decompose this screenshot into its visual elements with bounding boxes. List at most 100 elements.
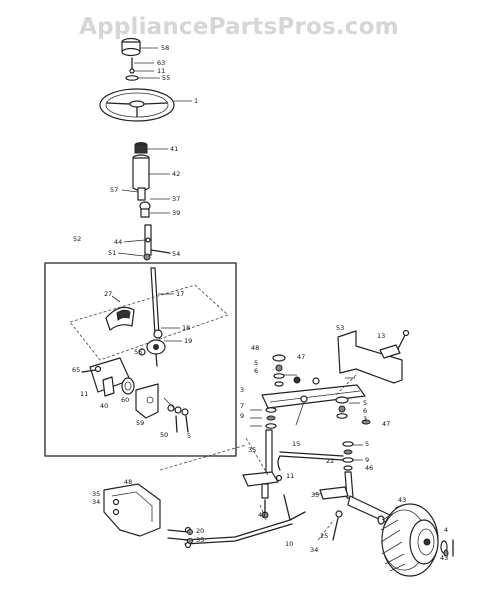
callout-label: 35 xyxy=(196,536,204,544)
pinion-hub xyxy=(153,344,159,350)
steering-cap-bottom xyxy=(121,47,141,57)
shaft-pin xyxy=(145,237,151,243)
front-axle-assembly xyxy=(159,329,410,549)
leader xyxy=(123,239,146,243)
callout-label: 9 xyxy=(365,456,369,464)
axle-beam-edge xyxy=(269,390,361,403)
callout-label: 34 xyxy=(310,546,318,554)
callout-label: 19 xyxy=(184,337,192,345)
callout-label: 47 xyxy=(258,511,266,519)
spring-washer xyxy=(167,404,175,412)
callout-label: 40 xyxy=(100,402,108,410)
spring-washer xyxy=(174,406,182,414)
front-wheel xyxy=(380,503,454,577)
drag-link xyxy=(279,455,344,461)
spring-pin xyxy=(175,415,178,433)
steering-gear-detail xyxy=(69,267,229,433)
callout-label: 27 xyxy=(104,290,112,298)
kingpin-washer xyxy=(274,381,284,387)
kingpin-washer-right-lower xyxy=(343,465,353,471)
callout-label: 59 xyxy=(136,419,144,427)
callout-label: 56 xyxy=(134,348,142,356)
tie-rod xyxy=(184,511,306,541)
callout-label: 54 xyxy=(172,250,180,258)
leader-lines xyxy=(111,47,363,495)
kingpin-washer-lower xyxy=(265,423,277,429)
kingpin-bushing xyxy=(266,415,276,421)
callout-label: 41 xyxy=(170,145,178,153)
callout-label: 35 xyxy=(311,491,319,499)
tire-tread-lines xyxy=(380,511,406,572)
lower-left-bracket xyxy=(103,483,193,544)
detail-box xyxy=(44,262,237,457)
kingpin-cap xyxy=(272,354,286,362)
kingpin-washer-right-lower xyxy=(342,441,354,447)
callout-label: 35 xyxy=(92,490,100,498)
wheel-rim-inner xyxy=(417,528,435,556)
callout-label: 15 xyxy=(292,440,300,448)
spring-pin xyxy=(185,415,189,433)
callout-label: 5 xyxy=(187,432,191,440)
callout-labels: 58 63 11 55 1 41 42 57 37 39 52 44 51 54… xyxy=(72,44,448,562)
sector-nut xyxy=(94,365,102,373)
left-steering-arm xyxy=(242,471,279,487)
pinion-washer xyxy=(138,348,146,356)
callout-label: 60 xyxy=(121,396,129,404)
steering-spoke xyxy=(143,102,168,105)
bracket-hole xyxy=(112,498,120,506)
hub-cap xyxy=(443,549,449,557)
leader xyxy=(259,504,267,521)
callout-label: 17 xyxy=(176,290,184,298)
sector-hole xyxy=(146,396,154,404)
callout-label: 51 xyxy=(108,249,116,257)
callout-label: 10 xyxy=(285,540,293,548)
callout-label: 25 xyxy=(320,532,328,540)
bracket-bolt xyxy=(167,529,189,533)
bracket-nut xyxy=(187,529,193,535)
callout-label: 42 xyxy=(172,170,180,178)
column-collar xyxy=(137,187,146,201)
sector-sleeve xyxy=(102,376,115,397)
callout-label: 9 xyxy=(240,412,244,420)
column-bracket xyxy=(140,208,150,218)
pinion-bolt xyxy=(155,353,158,367)
sector-bushing xyxy=(121,377,135,395)
wheel-hub xyxy=(423,538,431,546)
axle-pivot xyxy=(300,395,308,403)
kingpin-washer-right-lower xyxy=(342,457,354,463)
spring-washer xyxy=(181,408,189,416)
callout-label: 55 xyxy=(162,74,170,82)
callout-label: 63 xyxy=(157,59,165,67)
callout-label: 65 xyxy=(72,366,80,374)
callout-label: 53 xyxy=(336,324,344,332)
leader xyxy=(245,437,269,476)
callout-label: 18 xyxy=(182,324,190,332)
wheel-washer xyxy=(377,515,385,525)
callout-label: 57 xyxy=(110,186,118,194)
bracket-hole xyxy=(112,508,120,516)
steering-washer xyxy=(125,75,139,81)
leader xyxy=(295,401,305,426)
callout-label: 50 xyxy=(160,431,168,439)
callout-label: 5 xyxy=(363,399,367,407)
shaft-bolt xyxy=(150,249,171,254)
steering-gear-nut xyxy=(153,329,163,339)
callout-label: 39 xyxy=(172,209,180,217)
right-spindle-axle xyxy=(347,495,393,525)
leader xyxy=(317,519,335,541)
axle-bushing xyxy=(379,344,401,359)
callout-label: 6 xyxy=(254,367,258,375)
steering-adapter xyxy=(134,144,148,154)
callout-label: 11 xyxy=(286,472,294,480)
tie-rod-edge xyxy=(184,523,293,545)
callout-label: 20 xyxy=(196,527,204,535)
callout-label: 3 xyxy=(363,415,367,423)
steering-plate xyxy=(69,284,229,361)
callout-label: 11 xyxy=(80,390,88,398)
callout-label: 5 xyxy=(254,359,258,367)
left-spindle-end xyxy=(261,483,269,499)
callout-label: 22 xyxy=(326,457,334,465)
callout-label: 48 xyxy=(124,478,132,486)
steering-column xyxy=(99,37,175,261)
